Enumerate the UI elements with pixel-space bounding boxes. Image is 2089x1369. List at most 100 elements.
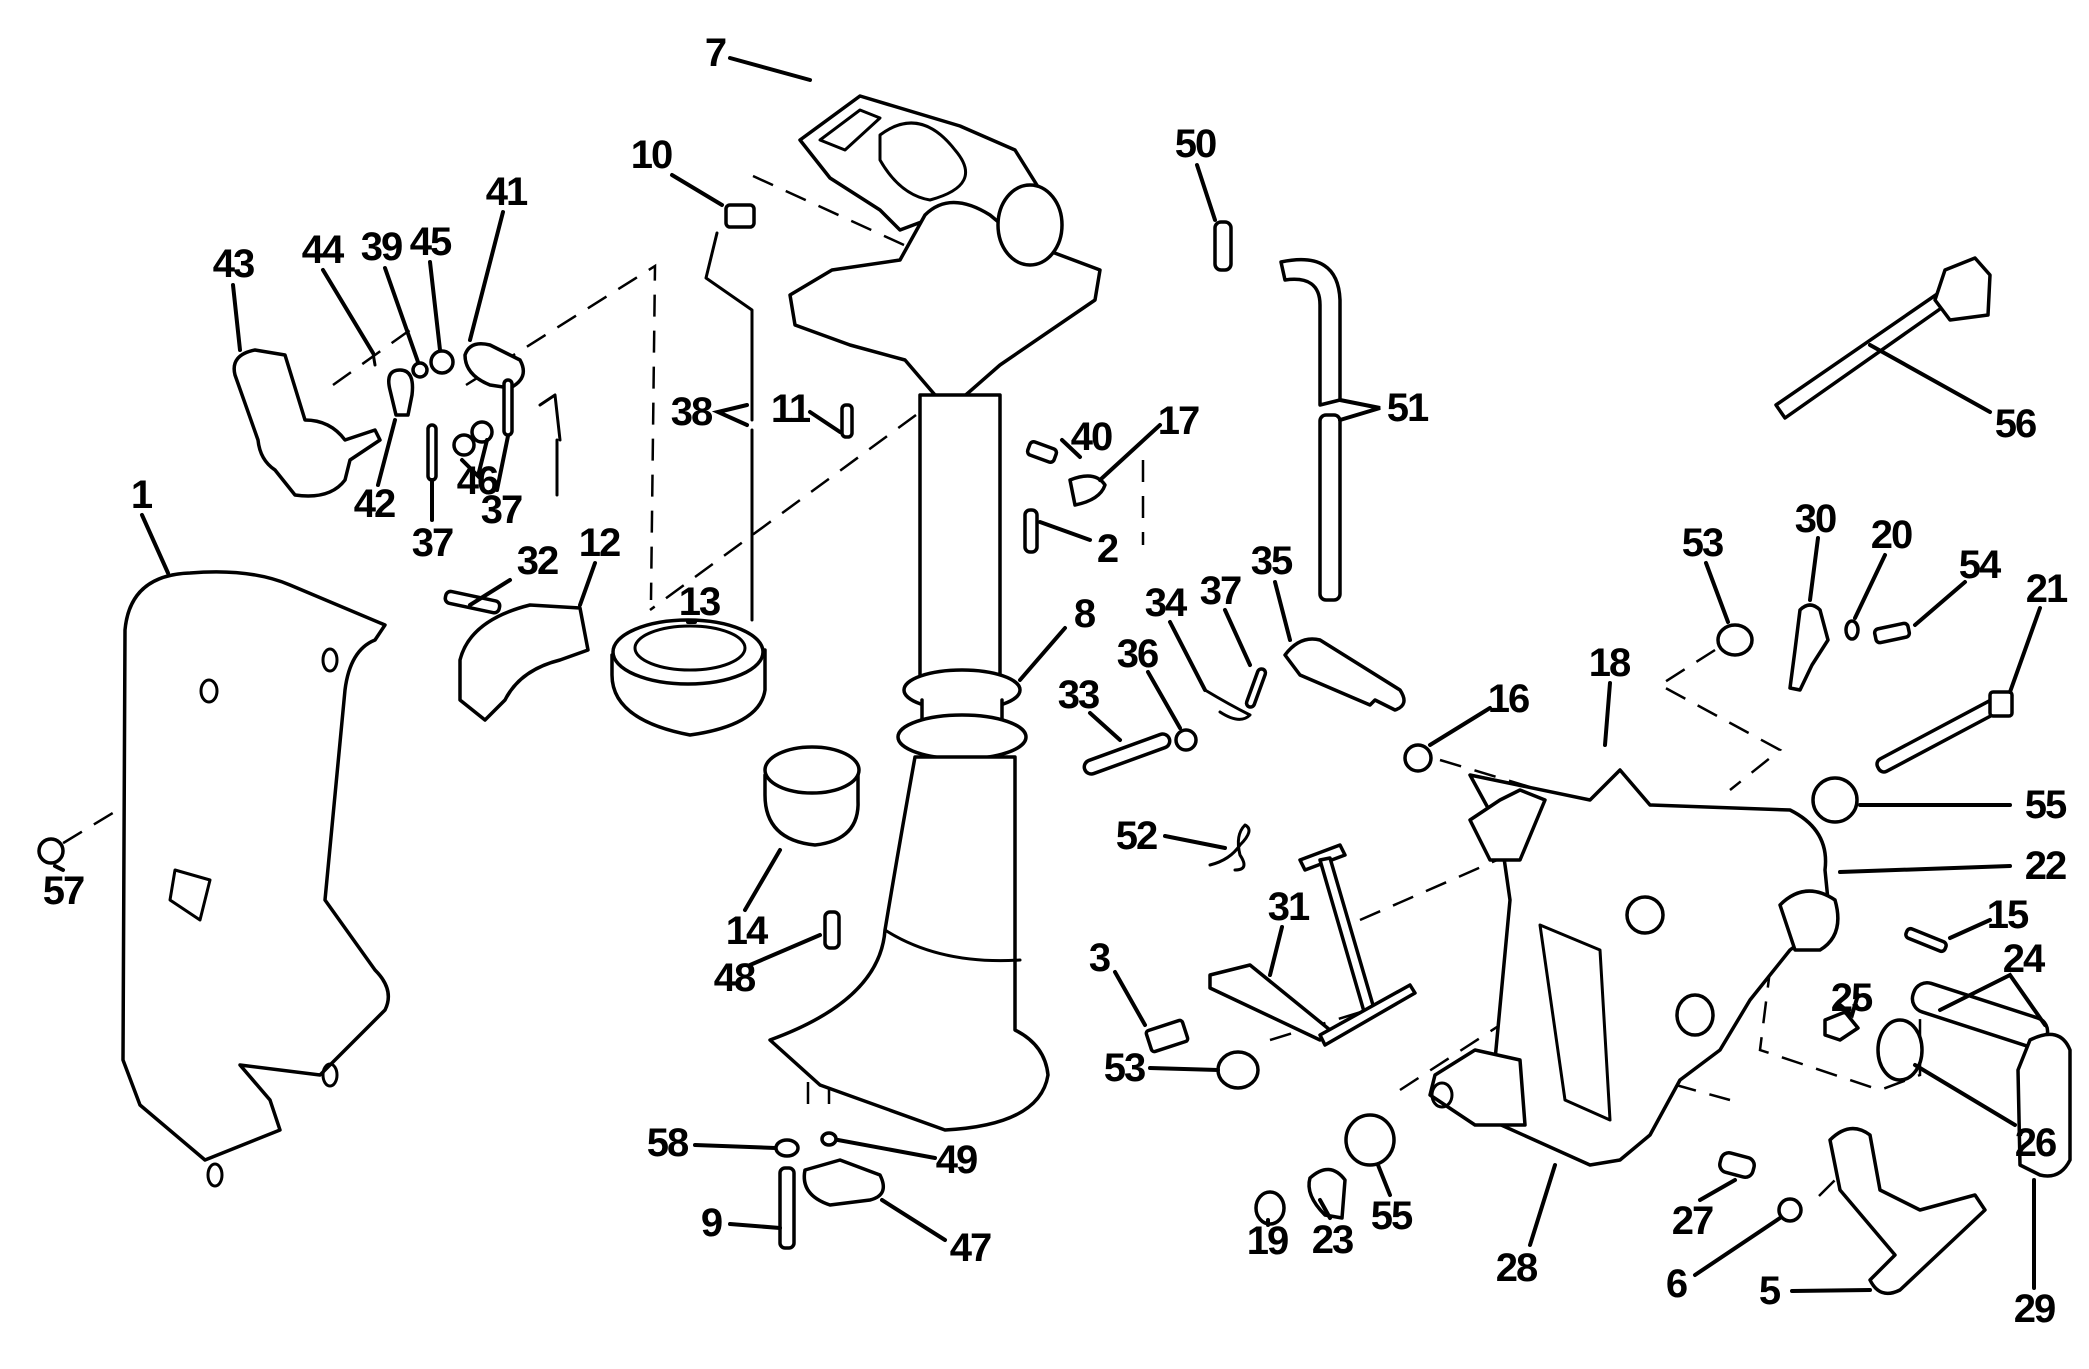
callout-8: 8 bbox=[1074, 592, 1096, 636]
callout-37c: 37 bbox=[1200, 569, 1241, 613]
callout-53a: 53 bbox=[1682, 521, 1723, 565]
bushing-53a-part bbox=[1716, 623, 1754, 657]
callout-51: 51 bbox=[1387, 386, 1429, 430]
callout-18: 18 bbox=[1589, 641, 1631, 685]
callout-30: 30 bbox=[1795, 497, 1836, 541]
callout-labels: 7 10 50 41 43 44 39 45 38 11 40 17 51 56… bbox=[43, 31, 2070, 1331]
screw-54-part bbox=[1872, 621, 1912, 645]
callout-34: 34 bbox=[1145, 581, 1188, 625]
callout-53b: 53 bbox=[1104, 1046, 1145, 1090]
callout-33: 33 bbox=[1058, 673, 1099, 717]
callout-55b: 55 bbox=[1371, 1194, 1413, 1238]
callout-52: 52 bbox=[1116, 814, 1157, 858]
callout-26: 26 bbox=[2015, 1121, 2056, 1165]
ring-6-part bbox=[1777, 1197, 1803, 1223]
bushing-13-part bbox=[610, 618, 767, 737]
tilt-lock-rod-part bbox=[1774, 256, 1992, 420]
tilt-lever-part bbox=[1208, 843, 1417, 1047]
callout-43: 43 bbox=[213, 242, 254, 286]
screw-57-part bbox=[37, 837, 65, 865]
washer-45-part bbox=[429, 349, 455, 375]
callout-13: 13 bbox=[679, 580, 720, 624]
shift-rod-upper bbox=[704, 231, 754, 422]
callout-16: 16 bbox=[1488, 677, 1529, 721]
clip-part bbox=[1068, 474, 1107, 507]
bolt-21-part bbox=[1875, 690, 2014, 774]
callout-49: 49 bbox=[936, 1138, 977, 1182]
callout-27: 27 bbox=[1672, 1199, 1713, 1243]
callout-15: 15 bbox=[1987, 893, 2029, 937]
callout-32: 32 bbox=[517, 539, 558, 583]
callout-42: 42 bbox=[354, 482, 395, 526]
callout-55a: 55 bbox=[2025, 783, 2067, 827]
leader-lines bbox=[53, 56, 2047, 1293]
cover-part bbox=[121, 570, 391, 1162]
callout-58: 58 bbox=[647, 1121, 689, 1165]
callout-48: 48 bbox=[714, 956, 756, 1000]
washer-20-part bbox=[1844, 619, 1860, 641]
pin-27-part bbox=[1718, 1150, 1756, 1180]
lockwasher-part bbox=[1307, 1167, 1347, 1220]
screw-48-part bbox=[823, 910, 841, 950]
pin-44-part bbox=[371, 351, 377, 367]
pin-37-bent-part bbox=[538, 393, 562, 497]
exhaust-housing-part bbox=[768, 183, 1102, 1132]
washer-58-part bbox=[774, 1138, 800, 1158]
callout-3: 3 bbox=[1089, 936, 1110, 980]
callout-36: 36 bbox=[1117, 632, 1158, 676]
mount-14-part bbox=[763, 745, 861, 847]
callout-45: 45 bbox=[410, 220, 452, 264]
washer-36-part bbox=[1174, 728, 1198, 752]
stern-bracket-part bbox=[1428, 768, 1840, 1167]
callout-12: 12 bbox=[579, 521, 620, 565]
pin-33-part bbox=[1082, 732, 1172, 776]
callout-1: 1 bbox=[131, 473, 153, 517]
nut-16-part bbox=[1403, 743, 1433, 773]
water-tube-upper bbox=[1279, 257, 1342, 407]
clamp-part bbox=[458, 603, 590, 722]
callout-2: 2 bbox=[1097, 527, 1118, 571]
bushing-55b-part bbox=[1344, 1113, 1396, 1167]
handle-part bbox=[232, 348, 382, 498]
link-part bbox=[387, 368, 415, 417]
callout-19: 19 bbox=[1247, 1219, 1288, 1263]
callout-35: 35 bbox=[1251, 539, 1293, 583]
washer-49-part bbox=[820, 1131, 838, 1147]
callout-22: 22 bbox=[2025, 844, 2066, 888]
callout-11: 11 bbox=[771, 387, 811, 431]
callout-31: 31 bbox=[1268, 885, 1310, 929]
bushing-55a-part bbox=[1811, 776, 1859, 824]
callout-57: 57 bbox=[43, 869, 84, 913]
callout-24: 24 bbox=[2003, 937, 2046, 981]
screw-11-part bbox=[840, 403, 854, 439]
callout-54: 54 bbox=[1959, 543, 2002, 587]
bushing-53b-part bbox=[1216, 1050, 1260, 1090]
pad-3-part bbox=[1144, 1018, 1190, 1054]
callout-39: 39 bbox=[361, 225, 402, 269]
callout-7: 7 bbox=[705, 31, 726, 75]
callout-17: 17 bbox=[1158, 399, 1199, 443]
callout-28: 28 bbox=[1496, 1246, 1538, 1290]
callout-10: 10 bbox=[631, 133, 672, 177]
callout-29: 29 bbox=[2014, 1287, 2055, 1331]
callout-44: 44 bbox=[302, 228, 345, 272]
washer-39-part bbox=[411, 361, 429, 379]
callout-41: 41 bbox=[486, 170, 528, 214]
callout-56: 56 bbox=[1995, 402, 2036, 446]
anode-part bbox=[802, 1158, 886, 1207]
washer-46b-part bbox=[470, 420, 494, 444]
screw-9-part bbox=[778, 1166, 796, 1250]
callout-21: 21 bbox=[2026, 567, 2068, 611]
lever-part bbox=[463, 342, 526, 390]
pad-26-part bbox=[1876, 1018, 1924, 1082]
pin-37b-part bbox=[426, 423, 438, 482]
callout-20: 20 bbox=[1871, 513, 1912, 557]
callout-23: 23 bbox=[1312, 1218, 1353, 1262]
callout-50: 50 bbox=[1175, 122, 1216, 166]
callout-6: 6 bbox=[1666, 1262, 1687, 1306]
callout-37b: 37 bbox=[412, 521, 453, 565]
pin-37a-part bbox=[502, 378, 514, 437]
bracket-35-part bbox=[1283, 637, 1406, 712]
screw-25-part bbox=[1823, 1010, 1860, 1042]
